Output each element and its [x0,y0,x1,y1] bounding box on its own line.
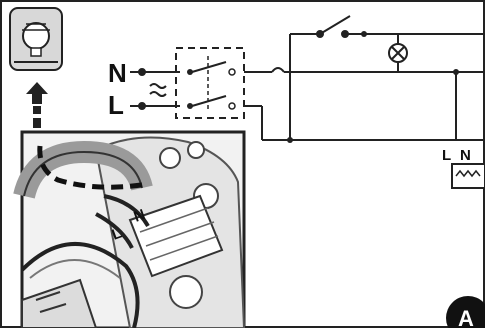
lamp-in-box-icon [9,7,63,71]
terminal-l-label: L [442,147,451,164]
installation-photo [13,130,246,328]
terminal-n-label: N [460,147,471,164]
supply-wires [130,68,180,110]
circuit-wires [244,33,485,141]
neutral-label: N [108,58,127,88]
junction-dots [287,31,459,143]
single-pole-switch-icon [316,15,351,38]
terminal-block-icon [451,163,485,189]
step-badge: A [446,296,485,328]
up-arrow-icon [26,82,48,128]
svg-text:A: A [458,306,474,328]
live-label: L [108,90,124,120]
light-bulb-symbol-icon [388,43,408,63]
isolator-switch-box [175,47,245,119]
